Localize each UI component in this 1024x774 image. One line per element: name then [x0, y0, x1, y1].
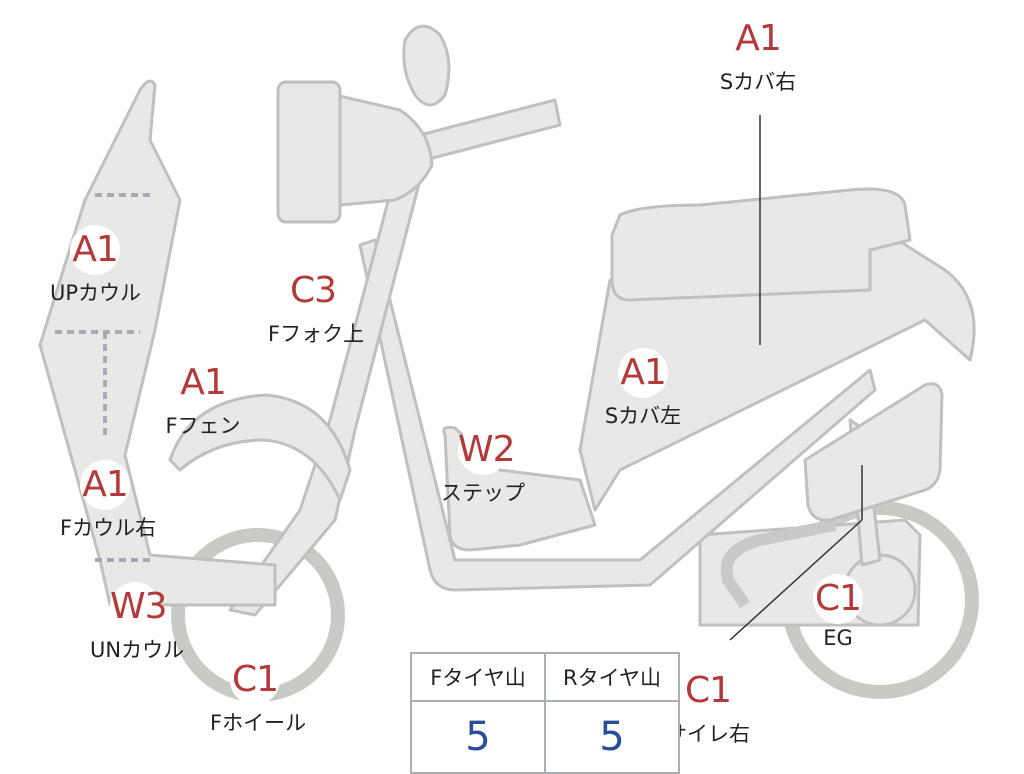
part-label: ステップ: [441, 481, 525, 505]
grade-badge: C1: [683, 666, 733, 716]
marker-f-cowl-right: A1 Fカウル右: [60, 460, 157, 542]
grade-badge: A1: [80, 460, 130, 510]
grade-badge: A1: [178, 358, 228, 408]
grade-badge: A1: [733, 14, 783, 64]
marker-f-fork-upper: C3 Fフォク上: [268, 266, 365, 348]
rear-tire-header: Rタイヤ山: [544, 652, 680, 702]
headlight: [276, 80, 342, 224]
marker-s-cover-left: A1 Sカバ左: [598, 348, 688, 430]
marker-f-wheel: C1 Fホイール: [210, 655, 307, 737]
front-fender: [168, 393, 352, 502]
grade-badge: A1: [70, 225, 120, 275]
leader-muffler: [729, 519, 863, 641]
front-tire-header: Fタイヤ山: [410, 652, 546, 702]
marker-step: W2 ステップ: [438, 425, 528, 507]
grade-badge: C3: [288, 266, 338, 316]
part-label: UPカウル: [50, 281, 142, 305]
grade-badge: A1: [618, 348, 668, 398]
part-label: Sカバ左: [604, 404, 682, 428]
rear-tire-value: 5: [544, 700, 680, 774]
part-label: Fフォク上: [268, 322, 365, 346]
frame-rail: [358, 238, 877, 592]
muffler: [803, 382, 944, 522]
seat: [610, 187, 912, 302]
grade-badge: C1: [813, 574, 863, 624]
rear-body-cover: [578, 233, 976, 512]
part-label: EG: [823, 626, 853, 650]
tire-tread-table: Fタイヤ山 Rタイヤ山 5 5: [410, 652, 680, 774]
marker-s-cover-right: A1 Sカバ右: [713, 14, 803, 96]
headlight-housing: [333, 93, 434, 207]
marker-f-fender: A1 Fフェン: [158, 358, 248, 440]
exhaust-pipe: [720, 519, 837, 609]
grade-badge: C1: [230, 655, 280, 705]
part-label: Fフェン: [165, 414, 241, 438]
marker-muffler-right: C1 サイレ右: [663, 666, 753, 748]
grade-badge: W2: [458, 425, 516, 475]
part-label: サイレ右: [666, 722, 750, 746]
part-label: Fホイール: [210, 711, 307, 735]
handlebar: [418, 98, 562, 162]
front-tire-value: 5: [410, 700, 546, 774]
marker-un-cowl: W3 UNカウル: [90, 582, 185, 664]
marker-engine: C1 EG: [793, 574, 883, 650]
mirror: [402, 24, 451, 107]
marker-up-cowl: A1 UPカウル: [50, 225, 142, 307]
grade-badge: W3: [110, 582, 168, 632]
part-label: Sカバ右: [719, 70, 797, 94]
part-label: Fカウル右: [60, 516, 157, 540]
part-label: UNカウル: [90, 638, 185, 662]
